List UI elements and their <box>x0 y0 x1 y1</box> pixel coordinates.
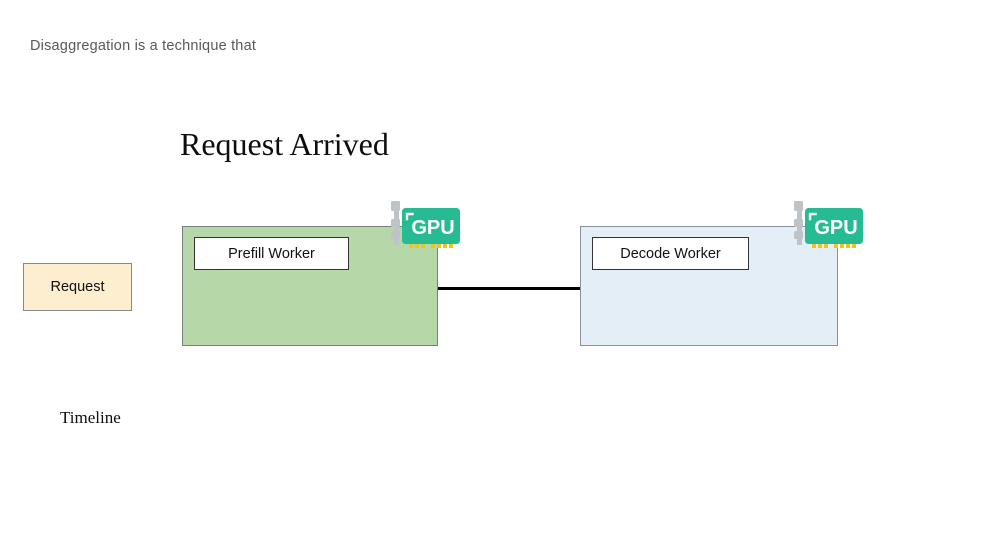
svg-text:GPU: GPU <box>411 217 454 239</box>
decode-worker-label: Decode Worker <box>620 245 721 262</box>
timeline-label: Timeline <box>60 408 121 427</box>
caption-text: Disaggregation is a technique that <box>30 38 257 54</box>
prefill-worker-label-box: Prefill Worker <box>194 237 349 270</box>
request-node[interactable]: Request <box>23 263 132 311</box>
prefill-worker-label: Prefill Worker <box>228 245 315 262</box>
prefill-to-decode-connector <box>438 287 581 290</box>
decode-worker-box[interactable]: Decode Worker <box>580 226 838 346</box>
svg-text:GPU: GPU <box>814 217 857 239</box>
gpu-card-icon: GPU <box>390 200 462 258</box>
decode-worker-label-box: Decode Worker <box>592 237 749 270</box>
request-node-label: Request <box>50 279 105 295</box>
gpu-card-icon: GPU <box>793 200 865 258</box>
prefill-worker-box[interactable]: Prefill Worker <box>182 226 438 346</box>
page-title: Request Arrived <box>180 126 389 162</box>
